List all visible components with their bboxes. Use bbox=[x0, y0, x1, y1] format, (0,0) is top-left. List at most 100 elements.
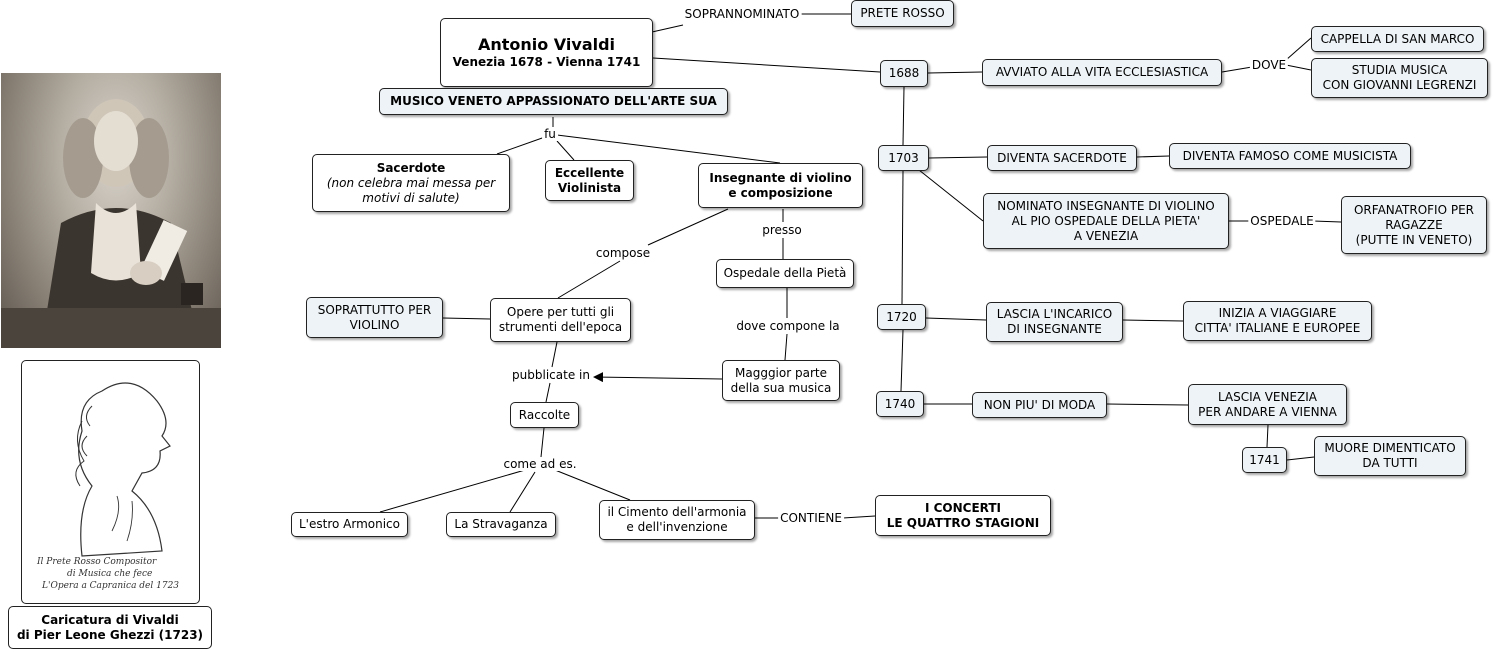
link-compose: compose bbox=[593, 246, 653, 260]
subtitle-node[interactable]: MUSICO VENETO APPASSIONATO DELL'ARTE SUA bbox=[379, 88, 728, 115]
node-estro-armonico[interactable]: L'estro Armonico bbox=[291, 512, 408, 537]
opere-line-1: Opere per tutti gli bbox=[506, 305, 615, 319]
year-1720-label: 1720 bbox=[886, 309, 917, 324]
caricature-frame: Il Prete Rosso Compositor di Musica che … bbox=[21, 360, 200, 604]
node-year-1688[interactable]: 1688 bbox=[880, 60, 928, 87]
studia-line-2: CON GIOVANNI LEGRENZI bbox=[1322, 78, 1477, 92]
year-1703-label: 1703 bbox=[888, 150, 919, 165]
title-dates: Venezia 1678 - Vienna 1741 bbox=[452, 55, 641, 69]
node-muore[interactable]: MUORE DIMENTICATO DA TUTTI bbox=[1314, 436, 1466, 476]
inizia-line-1: INIZIA A VIAGGIARE bbox=[1218, 306, 1337, 320]
node-cappella[interactable]: CAPPELLA DI SAN MARCO bbox=[1311, 26, 1484, 52]
maggior-line-2: della sua musica bbox=[730, 380, 832, 395]
node-year-1741[interactable]: 1741 bbox=[1242, 447, 1287, 473]
svg-text:L'Opera a Capranica del 1723: L'Opera a Capranica del 1723 bbox=[41, 581, 179, 591]
node-stravaganza[interactable]: La Stravaganza bbox=[446, 512, 556, 537]
prete-rosso-label: PRETE ROSSO bbox=[860, 6, 945, 20]
link-presso: presso bbox=[760, 223, 804, 237]
year-1741-label: 1741 bbox=[1249, 452, 1280, 467]
muore-line-1: MUORE DIMENTICATO bbox=[1324, 441, 1456, 455]
node-insegnante[interactable]: Insegnante di violino e composizione bbox=[698, 163, 863, 208]
node-year-1703[interactable]: 1703 bbox=[878, 145, 929, 171]
link-dove-compone: dove compone la bbox=[734, 319, 842, 333]
sacerdote-note-2: motivi di salute) bbox=[362, 190, 460, 205]
link-pubblicate: pubblicate in bbox=[510, 368, 592, 382]
node-opere[interactable]: Opere per tutti gli strumenti dell'epoca bbox=[490, 298, 631, 342]
violinista-line-2: Violinista bbox=[557, 180, 622, 195]
violinista-line-1: Eccellente bbox=[554, 165, 625, 180]
node-violinista[interactable]: Eccellente Violinista bbox=[545, 160, 634, 201]
lascia-venezia-line-2: PER ANDARE A VIENNA bbox=[1198, 404, 1337, 419]
title-node[interactable]: Antonio Vivaldi Venezia 1678 - Vienna 17… bbox=[440, 18, 653, 87]
link-soprannominato: SOPRANNOMINATO bbox=[682, 7, 802, 21]
title-name: Antonio Vivaldi bbox=[477, 35, 616, 54]
diventa-sacerdote-label: DIVENTA SACERDOTE bbox=[997, 150, 1127, 165]
node-concerti[interactable]: I CONCERTI LE QUATTRO STAGIONI bbox=[875, 495, 1051, 536]
nominato-line-1: NOMINATO INSEGNANTE DI VIOLINO bbox=[997, 198, 1215, 213]
sacerdote-note-1: (non celebra mai messa per bbox=[326, 175, 496, 190]
link-dove: DOVE bbox=[1249, 58, 1289, 72]
caption-line-2: di Pier Leone Ghezzi (1723) bbox=[16, 627, 204, 642]
node-sacerdote[interactable]: Sacerdote (non celebra mai messa per mot… bbox=[312, 154, 510, 212]
node-soprattutto[interactable]: SOPRATTUTTO PER VIOLINO bbox=[306, 297, 443, 338]
stravaganza-label: La Stravaganza bbox=[454, 517, 548, 531]
lascia-incarico-line-1: LASCIA L'INCARICO bbox=[996, 307, 1113, 321]
orfana-line-3: (PUTTE IN VENETO) bbox=[1355, 232, 1473, 247]
muore-line-2: DA TUTTI bbox=[1362, 456, 1418, 470]
lascia-venezia-line-1: LASCIA VENEZIA bbox=[1217, 389, 1318, 404]
node-prete-rosso[interactable]: PRETE ROSSO bbox=[851, 0, 954, 27]
node-inizia-viaggiare[interactable]: INIZIA A VIAGGIARE CITTA' ITALIANE E EUR… bbox=[1183, 301, 1372, 341]
concerti-line-1: I CONCERTI bbox=[924, 500, 1002, 515]
insegnante-line-1: Insegnante di violino bbox=[709, 170, 852, 185]
caricature-caption: Caricatura di Vivaldi di Pier Leone Ghez… bbox=[8, 606, 212, 649]
subtitle-text: MUSICO VENETO APPASSIONATO DELL'ARTE SUA bbox=[390, 94, 717, 108]
node-year-1720[interactable]: 1720 bbox=[877, 304, 926, 330]
node-lascia-incarico[interactable]: LASCIA L'INCARICO DI INSEGNANTE bbox=[986, 302, 1123, 342]
caricature-icon: Il Prete Rosso Compositor di Musica che … bbox=[36, 382, 179, 591]
non-moda-label: NON PIU' DI MODA bbox=[983, 397, 1096, 412]
cappella-label: CAPPELLA DI SAN MARCO bbox=[1320, 31, 1475, 46]
node-year-1740[interactable]: 1740 bbox=[876, 391, 924, 417]
maggior-line-1: Magggior parte bbox=[735, 365, 827, 380]
node-raccolte[interactable]: Raccolte bbox=[510, 402, 579, 428]
soprattutto-line-1: SOPRATTUTTO PER bbox=[317, 302, 432, 317]
svg-text:di Musica che fece: di Musica che fece bbox=[67, 569, 152, 579]
raccolte-label: Raccolte bbox=[518, 407, 571, 422]
node-non-moda[interactable]: NON PIU' DI MODA bbox=[972, 392, 1107, 418]
node-orfanatrofio[interactable]: ORFANATROFIO PER RAGAZZE (PUTTE IN VENET… bbox=[1341, 196, 1487, 254]
ospedale-label: Ospedale della Pietà bbox=[723, 266, 847, 280]
nominato-line-2: AL PIO OSPEDALE DELLA PIETA' bbox=[1011, 213, 1201, 228]
portrait-icon bbox=[1, 99, 221, 348]
link-come-ad-es: come ad es. bbox=[501, 457, 579, 471]
node-diventa-sacerdote[interactable]: DIVENTA SACERDOTE bbox=[987, 145, 1137, 171]
orfana-line-2: RAGAZZE bbox=[1385, 217, 1443, 232]
vivaldi-portrait bbox=[1, 73, 221, 348]
studia-line-1: STUDIA MUSICA bbox=[1351, 63, 1448, 77]
concerti-line-2: LE QUATTRO STAGIONI bbox=[886, 515, 1040, 530]
node-cimento[interactable]: il Cimento dell'armonia e dell'invenzion… bbox=[599, 500, 755, 540]
cimento-line-1: il Cimento dell'armonia bbox=[607, 505, 747, 519]
orfana-line-1: ORFANATROFIO PER bbox=[1353, 202, 1475, 217]
node-ospedale-pieta[interactable]: Ospedale della Pietà bbox=[716, 259, 854, 288]
caption-line-1: Caricatura di Vivaldi bbox=[41, 612, 179, 627]
nominato-line-3: A VENEZIA bbox=[1073, 228, 1139, 243]
year-1688-label: 1688 bbox=[888, 66, 920, 80]
avviato-label: AVVIATO ALLA VITA ECCLESIASTICA bbox=[995, 65, 1209, 79]
inizia-line-2: CITTA' ITALIANE E EUROPEE bbox=[1194, 321, 1361, 335]
node-avviato[interactable]: AVVIATO ALLA VITA ECCLESIASTICA bbox=[982, 59, 1222, 86]
signature-text: Il Prete Rosso Compositor bbox=[36, 557, 157, 567]
cimento-line-2: e dell'invenzione bbox=[626, 520, 728, 534]
node-maggior-parte[interactable]: Magggior parte della sua musica bbox=[722, 360, 840, 401]
soprattutto-line-2: VIOLINO bbox=[349, 317, 400, 332]
diventa-famoso-label: DIVENTA FAMOSO COME MUSICISTA bbox=[1182, 148, 1398, 163]
node-studia[interactable]: STUDIA MUSICA CON GIOVANNI LEGRENZI bbox=[1311, 58, 1488, 98]
node-nominato[interactable]: NOMINATO INSEGNANTE DI VIOLINO AL PIO OS… bbox=[983, 193, 1229, 249]
estro-label: L'estro Armonico bbox=[299, 517, 400, 531]
node-diventa-famoso[interactable]: DIVENTA FAMOSO COME MUSICISTA bbox=[1169, 143, 1411, 169]
node-lascia-venezia[interactable]: LASCIA VENEZIA PER ANDARE A VIENNA bbox=[1188, 384, 1347, 425]
sacerdote-label: Sacerdote bbox=[376, 160, 446, 175]
insegnante-line-2: e composizione bbox=[728, 185, 833, 200]
year-1740-label: 1740 bbox=[884, 396, 916, 411]
opere-line-2: strumenti dell'epoca bbox=[498, 320, 623, 334]
